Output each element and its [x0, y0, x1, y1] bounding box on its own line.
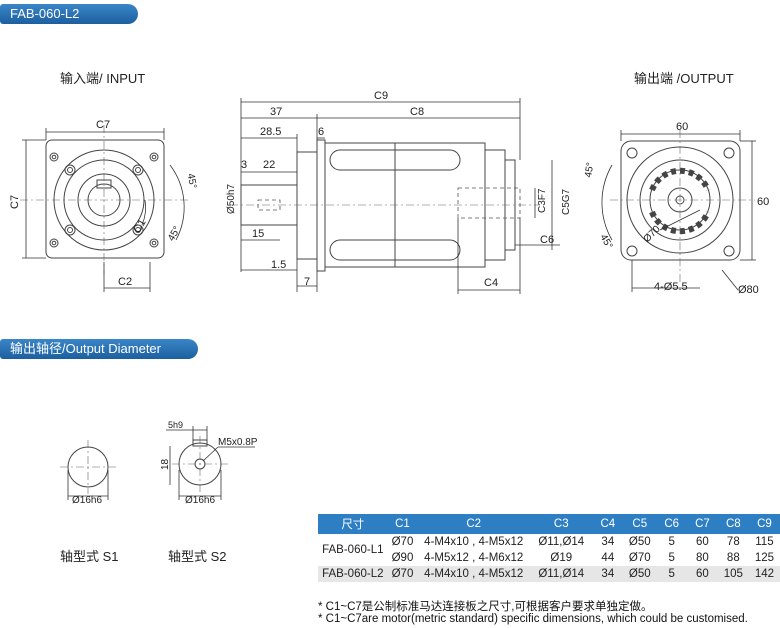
side-7: 7 — [304, 276, 310, 288]
shaft-s2-key: 5h9 — [168, 420, 183, 430]
cell-c5: Ø50 — [623, 566, 657, 582]
cell-model: FAB-060-L2 — [318, 566, 388, 582]
cell-c6: 5 — [656, 566, 688, 582]
model-title: FAB-060-L2 — [10, 6, 80, 21]
shaft-s2-label: 轴型式 S2 — [168, 549, 227, 564]
side-c6: C6 — [540, 234, 554, 246]
cell-c3: Ø11,Ø14 — [530, 534, 593, 550]
side-c8: C8 — [410, 106, 424, 118]
model-title-tab: FAB-060-L2 — [0, 4, 138, 24]
side-flange-step — [316, 139, 326, 272]
input-c7-left: C7 — [9, 195, 21, 209]
side-d50: Ø50h7 — [226, 184, 237, 214]
cell-c5: Ø50 — [623, 534, 657, 550]
side-flange — [296, 151, 318, 260]
cell-c1: Ø90 — [387, 550, 418, 566]
cell-c2: 4-M4x10 , 4-M5x12 — [417, 566, 531, 582]
col-c8: C8 — [717, 514, 749, 534]
side-28-5: 28.5 — [260, 126, 281, 138]
cell-c5: Ø70 — [623, 550, 657, 566]
shaft-s2-dia: Ø16h6 — [185, 495, 215, 506]
table-row: Ø90 4-M5x12 , 4-M6x12 Ø19 44 Ø70 5 80 88… — [318, 550, 780, 566]
cell-c9: 142 — [748, 566, 780, 582]
input-c2: C2 — [118, 276, 132, 288]
col-c5: C5 — [623, 514, 657, 534]
input-label: 输入端/ INPUT — [60, 71, 146, 86]
side-c3: C3F7 — [537, 188, 548, 213]
cell-c8: 105 — [717, 566, 749, 582]
note-cn: * C1~C7是公制标准马达连接板之尺寸,可根据客户要求单独定做。 — [318, 601, 653, 613]
cell-c6: 5 — [656, 534, 688, 550]
col-c9: C9 — [748, 514, 780, 534]
cell-c7: 60 — [687, 566, 718, 582]
col-c7: C7 — [687, 514, 718, 534]
side-c5: C5G7 — [561, 188, 572, 215]
cell-model: FAB-060-L1 — [318, 534, 388, 566]
output-60-right: 60 — [757, 196, 769, 208]
col-c4: C4 — [592, 514, 624, 534]
shaft-s1-dia: Ø16h6 — [72, 495, 102, 506]
output-holes: 4-Ø5.5 — [654, 281, 688, 293]
side-view — [230, 98, 560, 294]
shaft-s2-drawing — [166, 426, 255, 500]
side-6: 6 — [318, 126, 324, 138]
cell-c1: Ø70 — [387, 534, 418, 550]
shaft-s1-drawing — [60, 440, 116, 500]
col-c1: C1 — [387, 514, 418, 534]
cell-c9: 115 — [748, 534, 780, 550]
cell-c4: 34 — [592, 566, 624, 582]
shaft-s2-thread: M5x0.8P — [218, 437, 258, 448]
table-row: FAB-060-L2 Ø70 4-M4x10 , 4-M5x12 Ø11,Ø14… — [318, 566, 780, 582]
cell-c9: 125 — [748, 550, 780, 566]
cell-c3: Ø19 — [530, 550, 593, 566]
side-3: 3 — [241, 159, 247, 171]
cell-c8: 78 — [717, 534, 749, 550]
output-flange-outline — [620, 140, 741, 261]
cell-c4: 44 — [592, 550, 624, 566]
col-size: 尺寸 — [318, 514, 388, 534]
side-15: 15 — [252, 228, 264, 240]
col-c6: C6 — [656, 514, 688, 534]
output-angle-bottom: 45° — [597, 233, 614, 252]
side-1-5: 1.5 — [271, 259, 286, 271]
input-view — [20, 125, 190, 292]
cell-c7: 80 — [687, 550, 718, 566]
cell-c4: 34 — [592, 534, 624, 550]
cell-c6: 5 — [656, 550, 688, 566]
side-22: 22 — [263, 159, 275, 171]
cell-c3: Ø11,Ø14 — [530, 566, 593, 582]
output-60-top: 60 — [676, 121, 688, 133]
table-row: FAB-060-L1 Ø70 4-M4x10 , 4-M5x12 Ø11,Ø14… — [318, 534, 780, 566]
output-d70: Ø70 — [642, 223, 663, 244]
cell-c1: Ø70 — [387, 566, 418, 582]
input-angle-top: 45° — [185, 173, 198, 190]
output-label: 输出端 /OUTPUT — [634, 71, 734, 86]
note-en: * C1~C7are motor(metric standard) specif… — [318, 613, 748, 625]
output-angle-top: 45° — [583, 162, 596, 179]
cell-c2: 4-M5x12 , 4-M6x12 — [417, 550, 531, 566]
input-flange-outline — [45, 139, 165, 259]
cell-c8: 88 — [717, 550, 749, 566]
input-angle-bottom: 45° — [166, 225, 183, 244]
shaft-s2-height: 18 — [160, 458, 171, 470]
spec-table-header: 尺寸 C1 C2 C3 C4 C5 C6 C7 C8 C9 — [318, 514, 780, 534]
side-motor-bore — [457, 187, 521, 219]
side-c9: C9 — [374, 90, 388, 102]
spec-table: 尺寸 C1 C2 C3 C4 C5 C6 C7 C8 C9 FAB-060-L1… — [318, 514, 780, 582]
cell-c7: 60 — [687, 534, 718, 550]
col-c2: C2 — [417, 514, 531, 534]
output-diameter-title: 输出轴径/Output Diameter — [10, 341, 161, 356]
col-c3: C3 — [530, 514, 593, 534]
input-c7-top: C7 — [96, 119, 110, 131]
shaft-s1-label: 轴型式 S1 — [60, 549, 119, 564]
cell-c2: 4-M4x10 , 4-M5x12 — [417, 534, 531, 550]
output-view — [601, 130, 756, 292]
output-diameter-tab: 输出轴径/Output Diameter — [0, 339, 198, 359]
output-mount-holes — [626, 147, 735, 257]
side-c4: C4 — [484, 277, 498, 289]
output-d80: Ø80 — [738, 284, 759, 296]
input-screw-holes — [49, 152, 159, 248]
side-37: 37 — [270, 106, 282, 118]
